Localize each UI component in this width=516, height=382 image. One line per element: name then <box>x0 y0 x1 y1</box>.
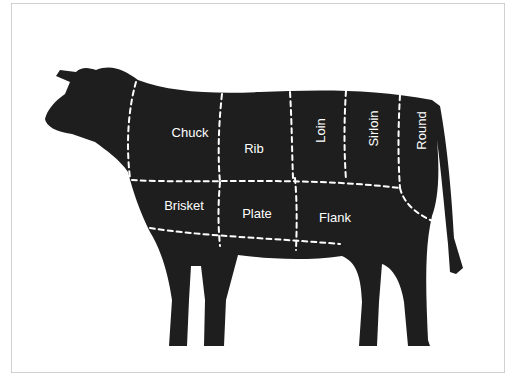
mid-cut-line <box>132 180 400 188</box>
belly-cut-line <box>150 228 340 244</box>
part-name: Flank <box>319 210 351 225</box>
part-name: Loin <box>312 118 327 143</box>
part-name: Rib <box>244 141 264 156</box>
brisket-plate-cut-line <box>219 182 221 246</box>
cow-silhouette <box>45 68 463 346</box>
round-flank-cut-line <box>400 188 446 226</box>
neck-cut-line <box>128 82 136 178</box>
frame-border <box>12 4 505 373</box>
loin-sirloin-cut-line <box>345 91 347 180</box>
part-name: Round <box>414 111 429 149</box>
chuck-rib-cut-line <box>219 94 222 182</box>
rib-loin-cut-line <box>290 92 293 178</box>
part-name: Plate <box>242 206 272 221</box>
part-name: Sirloin <box>366 110 381 146</box>
cut-lines <box>128 82 446 250</box>
part-name: Brisket <box>164 198 204 213</box>
plate-flank-cut-line <box>295 178 297 250</box>
part-name: Chuck <box>172 125 209 140</box>
sirloin-round-cut-line <box>399 95 401 188</box>
